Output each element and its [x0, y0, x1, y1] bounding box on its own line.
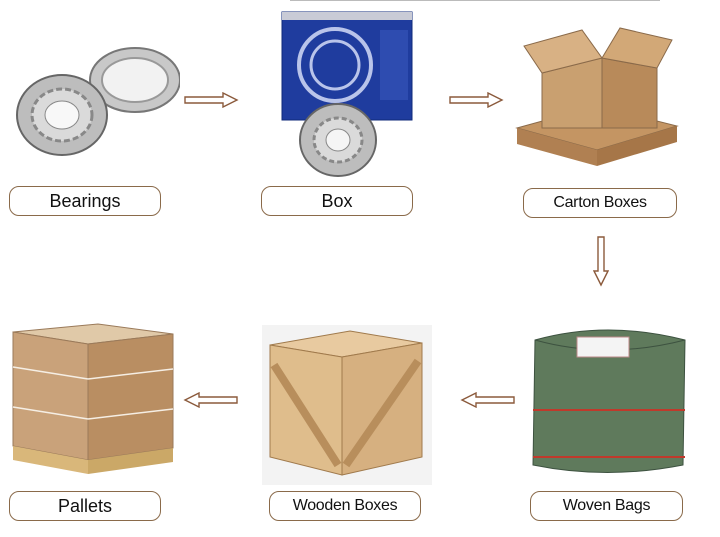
down-arrow-icon: [593, 236, 609, 287]
step-label-bearings: Bearings: [9, 186, 161, 216]
top-divider-line: [290, 0, 660, 1]
carton-box-image: [515, 27, 679, 166]
step-label-pallets: Pallets: [9, 491, 161, 521]
step-label-box: Box: [261, 186, 413, 216]
right-arrow-icon: [449, 92, 504, 108]
left-arrow-icon: [183, 392, 238, 408]
woven-bag-image: [532, 329, 686, 473]
bearing-box-image: [281, 11, 413, 177]
tapered-bearing-image: [16, 47, 180, 156]
right-arrow-icon: [184, 92, 239, 108]
step-label-woven-bags: Woven Bags: [530, 491, 683, 521]
step-label-carton-boxes: Carton Boxes: [523, 188, 677, 218]
step-label-wooden-boxes: Wooden Boxes: [269, 491, 421, 521]
pallet-stack-image: [12, 323, 174, 474]
wooden-crate-image: [262, 325, 432, 485]
left-arrow-icon: [460, 392, 515, 408]
